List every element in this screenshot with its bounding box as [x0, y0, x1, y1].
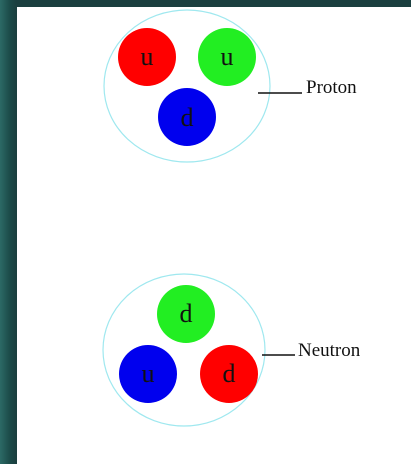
proton-quark-3	[158, 88, 216, 146]
proton-quark-3-label: d	[181, 103, 194, 132]
neutron-outline	[102, 273, 266, 427]
proton-group: u u d Proton	[103, 9, 357, 163]
neutron-group: d u d Neutron	[102, 273, 361, 427]
neutron-quark-2-label: u	[142, 359, 155, 388]
neutron-quark-3-label: d	[223, 359, 236, 388]
neutron-quark-1	[157, 285, 215, 343]
proton-label: Proton	[306, 77, 357, 98]
neutron-label: Neutron	[298, 340, 361, 361]
proton-quark-2	[198, 28, 256, 86]
neutron-quark-3	[200, 345, 258, 403]
neutron-quark-1-label: d	[180, 299, 193, 328]
proton-quark-1	[118, 28, 176, 86]
proton-quark-1-label: u	[141, 42, 154, 71]
proton-outline	[103, 9, 271, 163]
neutron-quark-2	[119, 345, 177, 403]
proton-quark-2-label: u	[221, 42, 234, 71]
